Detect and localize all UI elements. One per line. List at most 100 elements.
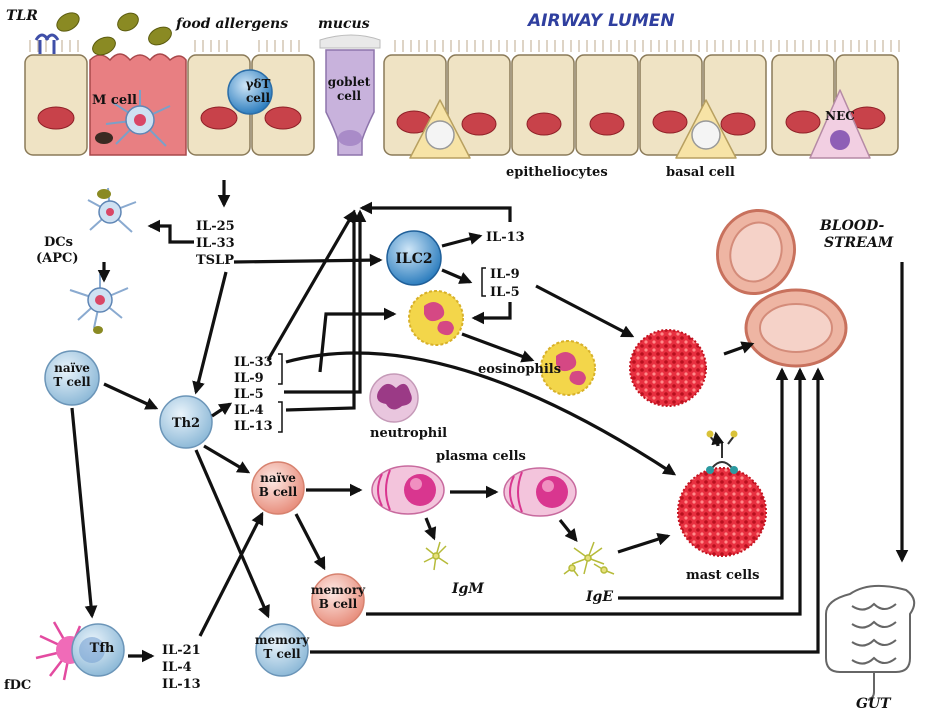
cytokine-il25: IL-25 [196,219,235,234]
basal-cell-left [409,99,471,159]
arrow-naive-t-to-tfh [70,407,98,619]
arrow-il13-feedback [359,201,512,222]
gut-label: GUT [856,696,892,712]
gdt-cell-label-1: γδT [246,77,271,91]
ige-antibody-cluster [563,541,615,577]
th2-il4: IL-4 [234,403,264,418]
dendritic-cell-in-m-cell [105,90,171,147]
dendritic-cell-nucleus [134,114,146,126]
eosinophils-label: eosinophils [478,362,561,377]
mast-cell-bottom [677,430,767,557]
cilia [29,40,900,52]
gut-illustration [825,584,916,701]
ilc2-il5: IL-5 [490,285,520,300]
ilc2-il9: IL-9 [490,267,520,282]
blood-vessel-bottom [744,288,848,368]
ige-receptor-complex [709,435,735,469]
goblet-cell: goblet cell [319,34,381,156]
bloodstream-label-2: STREAM [824,235,894,251]
arrow-cytokines-to-ilc2 [233,253,383,267]
basal-cell-right [675,99,737,159]
memory-t-cell: memory T cell [255,623,310,677]
th2-il13: IL-13 [234,419,273,434]
m-cell-label: M cell [92,93,137,108]
epithelial-cells [24,54,899,156]
plasma-cells-label: plasma cells [436,449,526,464]
arrow-th2-cytokines-up-3 [284,209,367,394]
epitheliocytes-label: epitheliocytes [506,165,608,180]
naive-b-cell: naïve B cell [251,461,305,515]
ilc2-label: ILC2 [395,251,432,267]
naive-t-label-2: T cell [53,375,91,389]
goblet-cell-label-2: cell [337,89,362,103]
igm-label: IgM [451,581,484,597]
memory-b-label-2: B cell [319,597,358,611]
arrow-plasma-to-ige [558,519,578,542]
arrow-th2-cytokines-up-4 [285,209,361,412]
mucus-label: mucus [318,16,370,32]
arrow-memory-b-to-bloodstream [366,367,807,616]
naive-t-label-1: naïve [54,361,90,375]
dcs-label-2: (APC) [36,251,79,266]
basal-cell-label: basal cell [666,165,735,180]
tfh-output-cytokines: IL-21 IL-4 IL-13 [162,643,201,692]
arrow-mast-degranulation [711,431,724,447]
arrow-th2-cytokines-up-1 [266,209,356,361]
arrow-naive-b-to-memory-b [294,513,326,571]
tfh-il13: IL-13 [162,677,201,692]
naive-t-cell: naïve T cell [44,350,100,406]
epithelial-nuclei [37,106,886,136]
fdc-label: fDC [4,678,31,693]
gamma-delta-t-cell: γδT cell [227,69,273,115]
arrow-eosinophil-to-eosinophil [461,332,535,363]
plasma-cell-1 [371,465,445,515]
memory-b-label-1: memory [311,583,366,597]
airway-lumen-label: AIRWAY LUMEN [526,11,675,31]
th2-il9: IL-9 [234,371,264,386]
naive-b-label-2: B cell [259,485,298,499]
food-allergens-label: food allergens [175,16,288,32]
arrow-cytokines-to-dcs [147,219,194,244]
naive-b-label-1: naïve [260,471,296,485]
eosinophil-top [408,290,464,346]
epithelial-cytokines: IL-25 IL-33 TSLP [196,219,235,268]
th2-il33: IL-33 [234,355,273,370]
nec-label: NEC [825,109,855,123]
neutrophil-label: neutrophil [370,426,447,441]
dendritic-cell-top [87,187,137,233]
goblet-cell-label-1: goblet [328,75,371,89]
mast-cells-label: mast cells [686,568,759,583]
memory-t-label-1: memory [255,633,310,647]
plasma-cell-2 [503,467,577,517]
cytokine-tslp: TSLP [196,253,234,268]
th2-label: Th2 [172,416,200,431]
mast-cell-top [629,329,707,407]
arrow-ilc2-to-il13 [441,232,483,248]
arrow-ige-to-mast-cell [617,533,671,554]
arrow-th2-to-naive-b [203,444,251,474]
tlr-receptor [34,33,60,54]
arrow-cytokines-to-th2 [192,271,228,395]
ilc2-il13: IL-13 [486,230,525,245]
arrow-mast-to-vessel [723,341,755,356]
arrow-naive-t-to-th2 [103,382,159,410]
dcs-label-1: DCs [44,235,73,250]
follicular-dendritic-cell [35,621,82,681]
memory-b-cell: memory B cell [311,573,366,627]
arrow-il9-to-mast-cell [535,284,635,338]
ilc2-output-cytokines: IL-9 IL-5 [481,267,520,300]
gdt-cell-label-2: cell [246,91,271,105]
th2-output-cytokines: IL-33 IL-9 IL-5 IL-4 IL-13 [234,353,283,434]
arrow-th2-to-cytokines [211,402,233,418]
arrow-plasma-to-igm [424,517,437,541]
neuroendocrine-cell: NEC [809,89,871,159]
arrow-th2-to-memory-t [194,449,270,619]
arrow-ilc2-to-il9-il5 [441,268,473,284]
arrow-il33-to-mast-cell [285,351,677,476]
tlr-label: TLR [6,8,38,24]
airway-epithelium: M cell TLR food allergens mucus AIRWAY L… [6,8,900,180]
arrow-tfh-cytokines-to-naive-b [198,511,264,637]
tfh-cell: Tfh [71,623,125,677]
neutrophil-cell: neutrophil [369,373,447,441]
cytokine-il33: IL-33 [196,236,235,251]
